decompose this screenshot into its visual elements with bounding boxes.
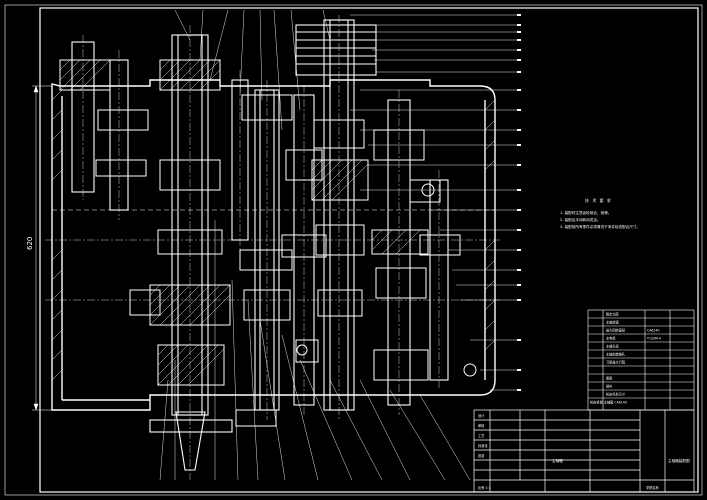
svg-text:操纵: 操纵 <box>606 384 613 389</box>
svg-text:最大回转直径: 最大回转直径 <box>606 328 626 333</box>
dimension-620 <box>32 85 52 411</box>
svg-text:CA6140: CA6140 <box>647 329 660 333</box>
drawing-name: 主轴箱装配图 <box>668 458 690 463</box>
title-block <box>473 409 695 493</box>
tech-note-3: 3. 装配前所有零件必须清洗干净并检查配合尺寸。 <box>560 224 640 229</box>
svg-text:机床重量 主轴箱 CA6140: 机床重量 主轴箱 CA6140 <box>590 400 627 405</box>
part-number-ticks <box>517 14 521 391</box>
company-name: 学院名称 <box>646 485 660 490</box>
svg-text:主电机: 主电机 <box>606 336 616 341</box>
center-lines <box>45 15 500 480</box>
parameter-table-text: 额定功率 主轴转速 最大回转直径 CA6140 主电机 Y132M-4 主轴孔径… <box>590 312 661 405</box>
outer-frame <box>4 4 703 496</box>
svg-text:工艺: 工艺 <box>478 433 484 438</box>
svg-text:刀架最大行程: 刀架最大行程 <box>606 360 626 365</box>
tech-note-2: 2. 装配后手动转动灵活。 <box>560 217 601 222</box>
svg-text:Y132M-4: Y132M-4 <box>647 337 661 341</box>
svg-text:尾座: 尾座 <box>606 376 613 381</box>
svg-text:比例 1:1: 比例 1:1 <box>478 485 491 490</box>
tech-note-1: 1. 装配时注意齿轮啮合、润滑。 <box>560 210 611 215</box>
tech-notes-title: 技 术 要 求 <box>585 197 612 203</box>
svg-text:机床外形尺寸: 机床外形尺寸 <box>606 392 626 397</box>
title-left: 主轴箱 <box>552 458 563 463</box>
svg-text:主轴转速: 主轴转速 <box>606 320 620 325</box>
svg-text:主轴前端锥孔: 主轴前端锥孔 <box>606 352 626 357</box>
svg-text:标准化: 标准化 <box>478 443 488 448</box>
svg-text:审核: 审核 <box>478 423 485 428</box>
technical-notes: 技 术 要 求 1. 装配时注意齿轮啮合、润滑。 2. 装配后手动转动灵活。 3… <box>560 197 640 229</box>
leader-lines <box>159 9 520 481</box>
svg-text:批准: 批准 <box>478 453 485 458</box>
svg-text:主轴孔径: 主轴孔径 <box>606 344 620 349</box>
title-block-text: 设计 审核 工艺 标准化 批准 比例 1:1 主轴箱 主轴箱装配图 学院名称 <box>478 413 690 490</box>
inner-frame <box>39 7 699 493</box>
dimension-label: 620 <box>26 237 34 250</box>
svg-text:额定功率: 额定功率 <box>606 312 620 317</box>
svg-text:设计: 设计 <box>478 413 485 418</box>
